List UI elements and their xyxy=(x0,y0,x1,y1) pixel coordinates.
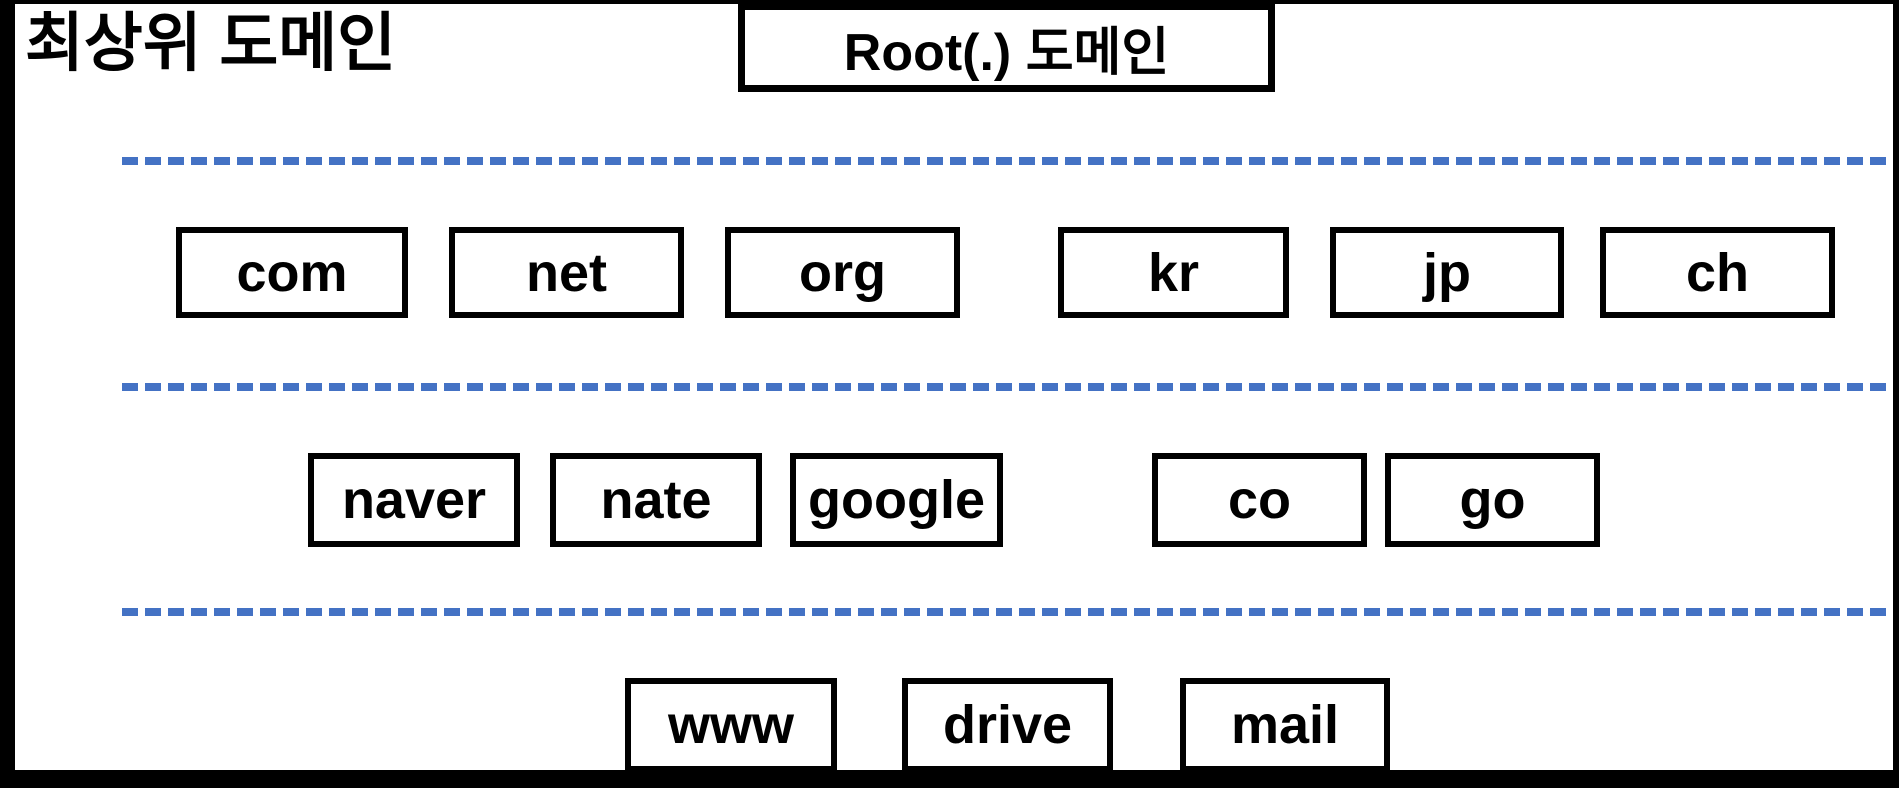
frame-border-left xyxy=(0,0,15,770)
frame-border-right xyxy=(1893,0,1899,770)
second-level-label: nate xyxy=(600,470,712,530)
frame-border-top xyxy=(0,0,1899,4)
page-title: 최상위 도메인 xyxy=(25,7,397,79)
second-level-label: google xyxy=(808,470,985,530)
root-domain-label: Root(.) 도메인 xyxy=(843,24,1170,82)
tld-node-kr: kr xyxy=(1058,227,1289,318)
tld-node-com: com xyxy=(176,227,408,318)
second-level-node-google: google xyxy=(790,453,1003,547)
tld-label: net xyxy=(526,242,607,303)
tld-label: jp xyxy=(1423,242,1471,303)
tld-label: ch xyxy=(1685,242,1750,303)
subdomain-node-mail: mail xyxy=(1180,678,1390,772)
subdomain-label: mail xyxy=(1230,695,1340,755)
subdomain-node-drive: drive xyxy=(902,678,1113,772)
second-level-node-co: co xyxy=(1152,453,1367,547)
level-divider-line-3 xyxy=(122,608,1893,616)
frame-border-bottom xyxy=(0,770,1899,788)
subdomain-label: drive xyxy=(942,695,1073,755)
root-domain-box: Root(.) 도메인 xyxy=(738,3,1275,92)
subdomain-node-www: www xyxy=(625,678,837,772)
second-level-label: co xyxy=(1227,470,1292,530)
tld-label: org xyxy=(799,242,886,303)
tld-node-ch: ch xyxy=(1600,227,1835,318)
level-divider-line-2 xyxy=(122,383,1893,391)
second-level-label: naver xyxy=(341,470,487,530)
tld-label: kr xyxy=(1147,242,1200,303)
level-divider-line-1 xyxy=(122,157,1893,165)
subdomain-label: www xyxy=(667,695,794,755)
tld-node-net: net xyxy=(449,227,684,318)
tld-node-jp: jp xyxy=(1330,227,1564,318)
second-level-node-go: go xyxy=(1385,453,1600,547)
second-level-label: go xyxy=(1459,470,1526,530)
tld-node-org: org xyxy=(725,227,960,318)
second-level-node-nate: nate xyxy=(550,453,762,547)
second-level-node-naver: naver xyxy=(308,453,520,547)
tld-label: com xyxy=(236,242,348,303)
